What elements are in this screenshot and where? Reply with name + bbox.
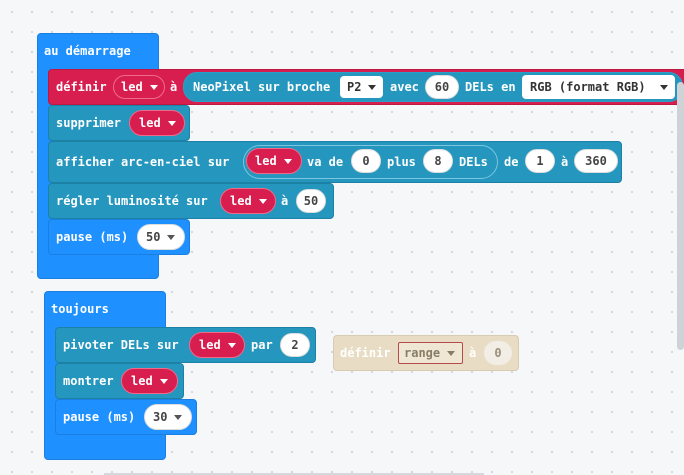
show-label: montrer <box>63 374 114 388</box>
rainbow-start-hue-input[interactable]: 1 <box>525 149 555 173</box>
rotate-value-input[interactable]: 2 <box>280 333 310 357</box>
dropdown-caret-icon <box>447 351 456 356</box>
range-from-label: va de <box>307 155 344 169</box>
dropdown-caret-icon <box>258 199 267 204</box>
rotate-variable-dropdown[interactable]: led <box>189 332 245 358</box>
forever-title: toujours <box>51 302 109 316</box>
dropdown-caret-icon <box>167 121 176 126</box>
vertical-scrollbar[interactable] <box>677 82 684 350</box>
rainbow-end-hue-input[interactable]: 360 <box>574 149 618 173</box>
dropdown-caret-icon <box>149 85 158 90</box>
show-rainbow-label: afficher arc-en-ciel sur <box>56 155 230 169</box>
dropdown-caret-icon <box>368 85 377 90</box>
forever-pause-value: 30 <box>153 410 168 424</box>
set-brightness-label: régler luminosité sur <box>56 194 208 208</box>
disabled-value-input[interactable]: 0 <box>484 341 512 365</box>
set-brightness-block[interactable] <box>48 183 334 219</box>
pause-label: pause (ms) <box>56 230 129 244</box>
dropdown-caret-icon <box>174 415 183 420</box>
neopixel-pin-dropdown[interactable]: P2 <box>340 76 383 98</box>
set-led-variable-dropdown[interactable]: led <box>113 75 165 99</box>
rotate-block[interactable] <box>55 327 316 363</box>
brightness-variable-value: led <box>230 194 252 208</box>
rotate-by-label: par <box>251 338 273 352</box>
range-leds-label: DELs <box>459 155 488 169</box>
on-start-title: au démarrage <box>44 44 131 58</box>
dropdown-caret-icon <box>167 235 176 240</box>
clear-label: supprimer <box>56 116 122 130</box>
disabled-variable-value: range <box>404 346 441 360</box>
neopixel-mode-value: RGB (format RGB) <box>530 80 646 94</box>
neopixel-pin-label: NeoPixel sur broche <box>193 80 331 94</box>
brightness-variable-dropdown[interactable]: led <box>220 188 276 214</box>
horizontal-scrollbar[interactable] <box>104 473 484 475</box>
disabled-to-label: à <box>469 346 477 360</box>
show-variable-dropdown[interactable]: led <box>121 368 178 394</box>
neopixel-mode-dropdown[interactable]: RGB (format RGB) <box>522 75 675 99</box>
neopixel-leds-in-label: DELs en <box>465 80 516 94</box>
range-from-input[interactable]: 0 <box>351 149 381 173</box>
range-variable-value: led <box>255 154 277 168</box>
pause-value: 50 <box>146 230 161 244</box>
neopixel-pin-value: P2 <box>347 80 362 94</box>
brightness-value-input[interactable]: 50 <box>296 189 326 213</box>
neopixel-with-label: avec <box>390 80 419 94</box>
neopixel-count-input[interactable]: 60 <box>425 75 459 99</box>
clear-variable-dropdown[interactable]: led <box>129 110 185 136</box>
rainbow-start-label: de <box>504 155 519 169</box>
pause-value-dropdown[interactable]: 50 <box>137 224 185 250</box>
brightness-to-label: à <box>281 194 289 208</box>
dropdown-caret-icon <box>659 85 668 90</box>
range-plus-input[interactable]: 8 <box>423 149 453 173</box>
set-led-to-label: à <box>170 80 178 94</box>
range-variable-dropdown[interactable]: led <box>246 148 302 174</box>
set-led-variable-value: led <box>121 80 143 94</box>
rotate-label: pivoter DELs sur <box>63 338 179 352</box>
range-plus-label: plus <box>387 155 416 169</box>
rotate-variable-value: led <box>199 338 221 352</box>
forever-pause-value-dropdown[interactable]: 30 <box>144 404 192 430</box>
set-led-label: définir <box>56 80 107 94</box>
dropdown-caret-icon <box>159 379 168 384</box>
dropdown-caret-icon <box>283 159 292 164</box>
disabled-variable-dropdown[interactable]: range <box>398 342 463 364</box>
clear-variable-value: led <box>139 116 161 130</box>
rainbow-end-label: à <box>561 155 569 169</box>
show-variable-value: led <box>131 374 153 388</box>
forever-pause-label: pause (ms) <box>63 410 136 424</box>
dropdown-caret-icon <box>227 343 236 348</box>
disabled-set-label: définir <box>340 346 391 360</box>
